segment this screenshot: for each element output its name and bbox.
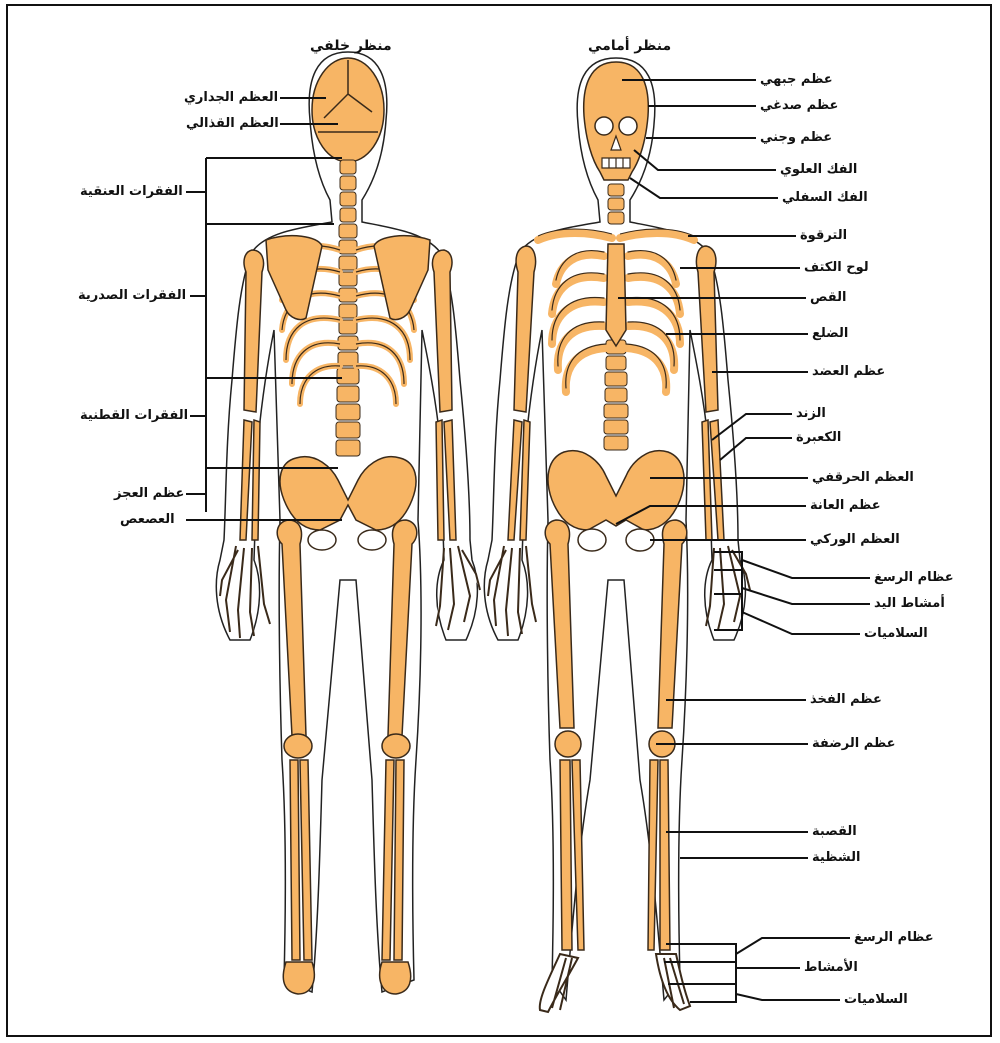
back-view-figure <box>216 52 480 994</box>
front-pelvis <box>548 451 684 530</box>
label-temporal: عظم صدغي <box>760 98 838 114</box>
label-patella: عظم الرضفة <box>812 736 896 752</box>
label-mandible: الفك السفلي <box>782 190 868 206</box>
label-femur: عظم الفخذ <box>810 692 882 708</box>
back-obturator-left <box>308 530 336 550</box>
label-ulna: الزند <box>796 406 826 422</box>
label-zygomatic: عظم وجني <box>760 130 832 146</box>
label-tarsals: عظام الرسغ <box>854 930 934 946</box>
label-scapula: لوح الكتف <box>804 260 869 276</box>
label-tibia: القصبة <box>812 824 857 840</box>
label-rib: الضلع <box>812 326 848 342</box>
label-metatarsals: الأمشاط <box>804 960 858 976</box>
label-frontal: عظم جبهي <box>760 72 833 88</box>
label-maxilla: الفك العلوي <box>780 162 857 178</box>
back-legs <box>277 520 417 994</box>
label-clavicle: الترقوة <box>800 228 847 244</box>
label-humerus: عظم العضد <box>812 364 885 380</box>
front-obturator-left <box>578 529 606 551</box>
label-foot-phalanges: السلاميات <box>844 992 908 1008</box>
front-teeth <box>602 158 630 168</box>
label-carpals: عظام الرسغ <box>874 570 954 586</box>
label-hand-phalanges: السلاميات <box>864 626 928 642</box>
label-pubis: عظم العانة <box>810 498 881 514</box>
label-cervical-vertebrae: الفقرات العنقية <box>80 184 183 200</box>
front-eye-socket-left <box>595 117 613 135</box>
label-radius: الكعبرة <box>796 430 841 446</box>
label-ilium: العظم الحرقفي <box>812 470 914 486</box>
back-scapula-right <box>374 236 430 320</box>
front-eye-socket-right <box>619 117 637 135</box>
front-obturator-right <box>626 529 654 551</box>
label-fibula: الشظية <box>812 850 860 866</box>
label-parietal: العظم الجداري <box>184 90 278 106</box>
front-view-title: منظر أمامي <box>588 38 671 54</box>
front-view-figure <box>484 58 750 1012</box>
label-sacrum: عظم العجز <box>114 486 184 502</box>
front-clavicles <box>538 233 694 240</box>
back-spine <box>336 160 360 456</box>
front-sternum <box>606 244 626 346</box>
label-metacarpals: أمشاط اليد <box>874 596 945 612</box>
label-occipital: العظم القذالي <box>186 116 279 132</box>
label-ischium: العظم الوركي <box>810 532 900 548</box>
back-obturator-right <box>358 530 386 550</box>
label-thoracic-vertebrae: الفقرات الصدرية <box>78 288 186 304</box>
back-view-title: منظر خلفي <box>310 38 392 54</box>
label-sternum: القص <box>810 290 846 306</box>
back-scapula-left <box>266 236 322 320</box>
front-legs <box>545 520 687 950</box>
label-coccyx: العصعص <box>120 512 175 528</box>
label-lumbar-vertebrae: الفقرات القطنية <box>80 408 188 424</box>
